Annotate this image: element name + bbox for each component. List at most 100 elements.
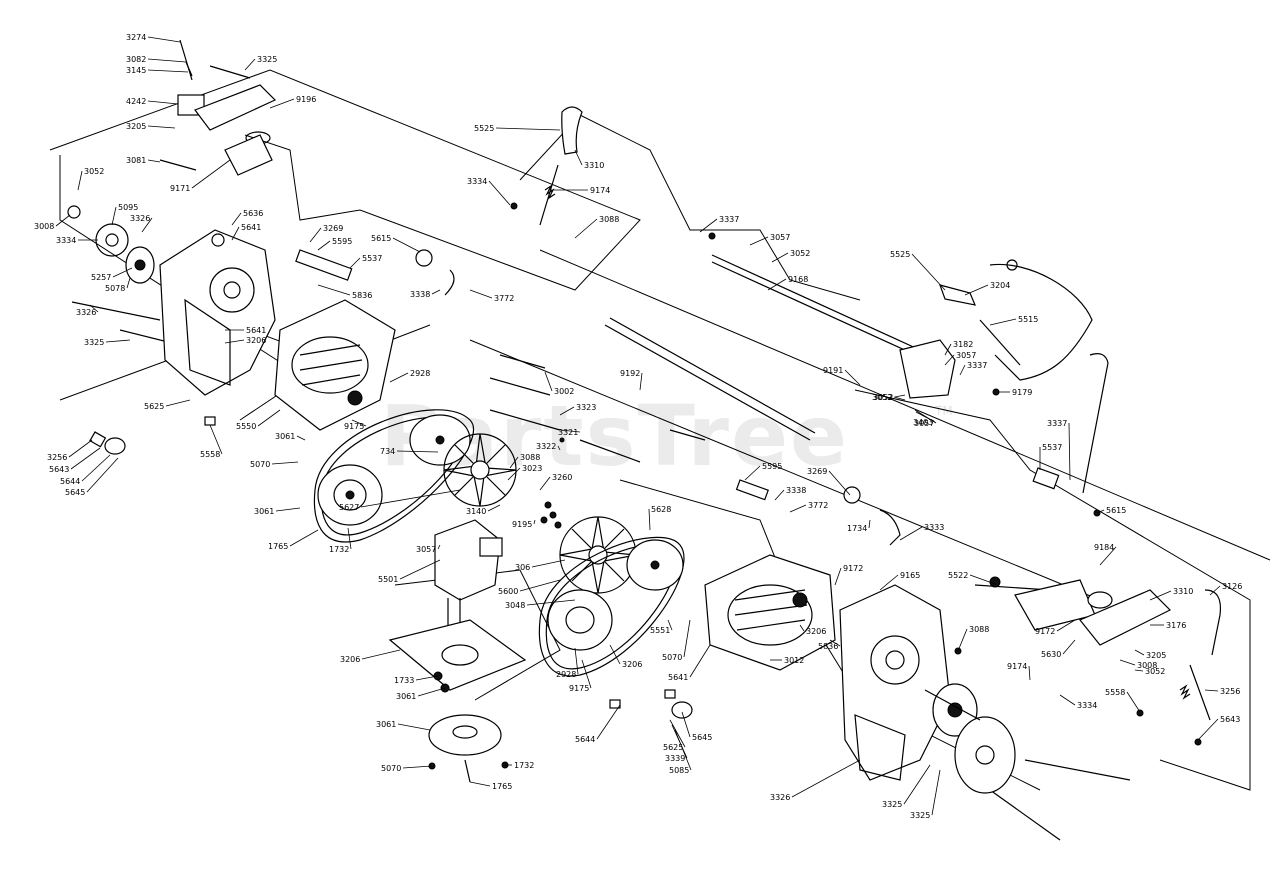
leader-line	[1126, 691, 1141, 713]
part-label: 3002	[554, 387, 574, 396]
leader-line	[667, 619, 673, 631]
leader-line	[68, 439, 93, 458]
leader-line	[574, 647, 579, 675]
center-control-lever	[510, 106, 583, 226]
part-label: 9172	[1035, 627, 1055, 636]
leader-line	[791, 759, 861, 798]
leader-line	[931, 769, 941, 816]
part-label: 3269	[323, 224, 343, 233]
part-label: 3140	[466, 507, 486, 516]
part-label: 3061	[396, 692, 416, 701]
leader-line	[271, 461, 299, 465]
part-label: 3182	[953, 340, 973, 349]
part-label: 3337	[967, 361, 987, 370]
right-hydro-pump	[704, 479, 901, 671]
part-label: 9172	[843, 564, 863, 573]
leader-line	[389, 372, 409, 383]
leader-line	[77, 170, 83, 191]
leader-line	[147, 69, 189, 73]
leader-line	[55, 214, 71, 227]
leader-line	[1028, 665, 1031, 681]
leader-line	[789, 504, 807, 513]
leader-line	[147, 159, 161, 163]
part-label: 3321	[558, 428, 578, 437]
leader-line	[361, 649, 401, 660]
watermark-tm: TM	[934, 404, 953, 418]
left-belt-pulleys	[313, 409, 475, 543]
part-label: 3052	[1145, 667, 1165, 676]
leader-line	[574, 218, 598, 239]
leader-line	[347, 527, 352, 550]
part-label: 5628	[651, 505, 671, 514]
part-label: 3772	[808, 501, 828, 510]
part-label: 3205	[126, 122, 146, 131]
leader-line	[689, 644, 711, 678]
leader-line	[893, 396, 906, 401]
part-label: 1765	[492, 782, 512, 791]
leader-line	[648, 508, 651, 531]
part-label: 5615	[371, 234, 391, 243]
leader-line	[911, 253, 946, 291]
leader-line	[894, 394, 906, 398]
leader-line	[231, 212, 242, 226]
leader-line	[581, 659, 592, 689]
part-label: 4242	[126, 97, 146, 106]
part-label: 5078	[105, 284, 125, 293]
part-label: 3057	[914, 419, 934, 428]
right-hub-assembly	[924, 683, 1016, 794]
leader-line	[829, 639, 841, 647]
part-label: 3337	[719, 215, 739, 224]
part-label: 3326	[130, 214, 150, 223]
part-label: 3061	[254, 507, 274, 516]
part-label: 3008	[1137, 661, 1157, 670]
part-label: 3048	[505, 601, 525, 610]
part-label: 5625	[144, 402, 164, 411]
leader-line	[399, 559, 441, 580]
part-label: 3403	[913, 418, 933, 427]
leader-line	[557, 445, 561, 451]
leader-line	[531, 559, 566, 568]
leader-line	[674, 729, 692, 771]
part-label: 3274	[126, 33, 146, 42]
part-label: 3057	[956, 351, 976, 360]
leader-line	[507, 467, 521, 481]
part-label: 3326	[76, 308, 96, 317]
leader-line	[744, 465, 761, 481]
part-label: 3052	[873, 393, 893, 402]
leader-line	[944, 354, 955, 366]
leader-line	[957, 628, 968, 652]
leader-line	[774, 489, 785, 501]
leader-line	[165, 399, 191, 407]
part-label: 3325	[84, 338, 104, 347]
leader-line	[749, 236, 769, 246]
leader-line	[834, 567, 842, 586]
leader-line	[70, 447, 101, 470]
part-label: 3325	[882, 800, 902, 809]
leader-line	[257, 409, 281, 427]
leader-line	[959, 364, 966, 376]
leader-line	[351, 419, 367, 427]
part-label: 9191	[823, 366, 843, 375]
part-label: 3269	[807, 467, 827, 476]
leader-line	[469, 289, 493, 299]
leader-line	[349, 257, 361, 269]
part-label: 3333	[924, 523, 944, 532]
leader-line	[392, 237, 421, 253]
part-label: 3310	[584, 161, 604, 170]
leader-line	[609, 644, 621, 665]
leader-line	[224, 339, 245, 344]
part-label: 3325	[910, 811, 930, 820]
leader-line	[1056, 619, 1076, 632]
part-label: 3323	[576, 403, 596, 412]
part-label: 3061	[275, 432, 295, 441]
part-label: 9174	[1007, 662, 1027, 671]
left-hydro-pump	[274, 249, 455, 431]
part-label: 734	[380, 447, 395, 456]
part-label: 3088	[599, 215, 619, 224]
leader-line	[269, 98, 295, 109]
part-label: 3088	[520, 453, 540, 462]
part-label: 3325	[257, 55, 277, 64]
right-belt-pulleys	[538, 536, 685, 677]
part-label: 3206	[340, 655, 360, 664]
